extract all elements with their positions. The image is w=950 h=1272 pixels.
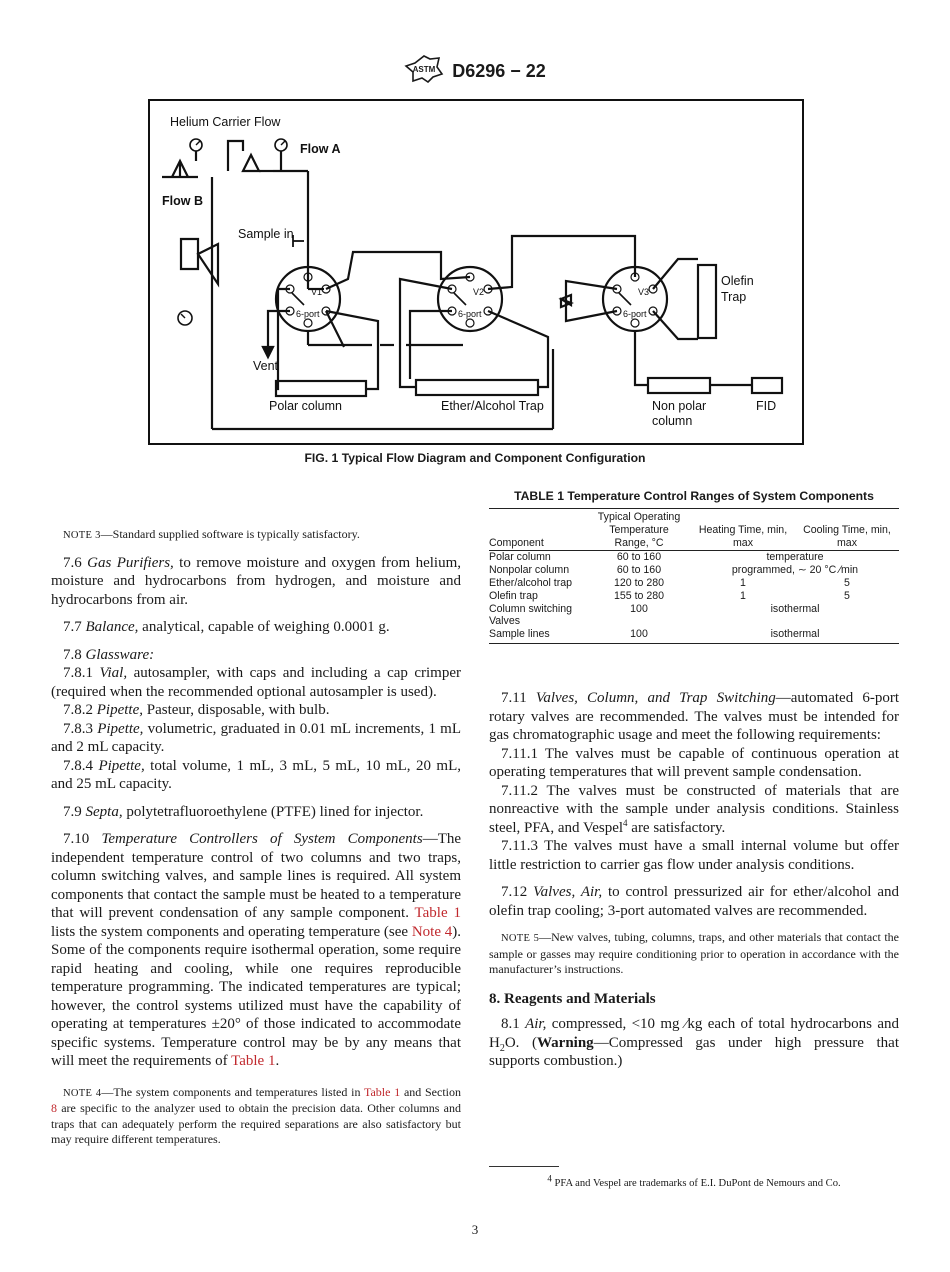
table-row: Olefin trap 155 to 280 1 5 bbox=[489, 589, 850, 602]
svg-text:6-port: 6-port bbox=[296, 309, 320, 319]
gauge-3-icon bbox=[177, 310, 193, 326]
para-7-11-1: 7.11.1 The valves must be capable of con… bbox=[489, 745, 899, 781]
note-4: NOTE 4—The system components and tempera… bbox=[51, 1084, 462, 1147]
svg-text:V1: V1 bbox=[311, 287, 322, 297]
header-heating: Heating Time, min, max bbox=[691, 507, 795, 552]
footnote-divider bbox=[489, 1166, 559, 1167]
link-table-1[interactable]: Table 1 bbox=[363, 1084, 401, 1099]
para-7-12: 7.12 Valves, Air, to control pressurized… bbox=[489, 884, 900, 919]
fid-box bbox=[750, 376, 784, 395]
table-caption: TABLE 1 Temperature Control Ranges of Sy… bbox=[514, 489, 874, 503]
polar-column-box bbox=[274, 379, 368, 398]
para-7-8-1: 7.8.1 Vial, autosampler, with caps and i… bbox=[51, 665, 461, 700]
para-7-8: 7.8 Glassware: bbox=[63, 646, 155, 663]
para-7-11-3: 7.11.3 The valves must have a small inte… bbox=[489, 838, 899, 873]
table-row: Polar column 60 to 160 temperature bbox=[489, 551, 824, 564]
label-polar-column: Polar column bbox=[269, 399, 342, 413]
header-component: Component bbox=[489, 507, 587, 552]
regulator-a bbox=[241, 152, 261, 173]
label-nonpolar-2: column bbox=[652, 414, 692, 428]
note-3: NOTE 3—Standard supplied software is typ… bbox=[63, 527, 360, 541]
para-7-9: 7.9 Septa, polytetrafluoroethylene (PTFE… bbox=[63, 803, 424, 820]
left-column: NOTE 3—Standard supplied software is typ… bbox=[51, 527, 461, 1148]
para-7-8-4: 7.8.4 Pipette, total volume, 1 mL, 3 mL,… bbox=[51, 757, 462, 793]
olefin-trap-box bbox=[696, 263, 718, 340]
svg-text:ASTM: ASTM bbox=[413, 65, 436, 74]
astm-logo-icon: ASTM bbox=[404, 55, 444, 88]
para-7-10: 7.10 Temperature Controllers of System C… bbox=[51, 831, 462, 1070]
footnote-4: 4 PFA and Vespel are trademarks of E.I. … bbox=[547, 1173, 841, 1189]
temperature-table: Component Typical Operating Temperature … bbox=[489, 507, 899, 644]
para-7-8-2: 7.8.2 Pipette, Pasteur, disposable, with… bbox=[63, 702, 330, 719]
figure-caption: FIG. 1 Typical Flow Diagram and Componen… bbox=[304, 451, 646, 465]
svg-text:V2: V2 bbox=[473, 287, 484, 297]
flow-diagram: Helium Carrier Flow Flow A Flow B Sample… bbox=[148, 99, 804, 445]
para-7-7: 7.7 Balance, analytical, capable of weig… bbox=[63, 619, 390, 636]
table-row: Ether/alcohol trap 120 to 280 1 5 bbox=[489, 576, 850, 589]
label-fid: FID bbox=[756, 399, 776, 413]
ether-trap-box bbox=[414, 378, 540, 397]
link-table-1[interactable]: Table 1 bbox=[231, 1053, 276, 1070]
right-column: 7.11 Valves, Column, and Trap Switching—… bbox=[489, 689, 899, 1071]
table-row: Sample lines 100 isothermal bbox=[489, 628, 899, 644]
svg-text:V3: V3 bbox=[638, 287, 649, 297]
link-section-8[interactable]: 8 bbox=[51, 1101, 57, 1116]
valve-v2 bbox=[436, 265, 504, 333]
label-helium: Helium Carrier Flow bbox=[170, 115, 281, 129]
note-5: NOTE 5—New valves, tubing, columns, trap… bbox=[489, 930, 899, 977]
table-row: Nonpolar column 60 to 160 programmed, ∼ … bbox=[489, 564, 859, 577]
label-sample-in: Sample in bbox=[238, 227, 294, 241]
header-cooling: Cooling Time, min, max bbox=[795, 507, 899, 552]
label-vent: Vent bbox=[253, 359, 279, 373]
section-8-title: 8. Reagents and Materials bbox=[489, 990, 656, 1007]
label-flow-a: Flow A bbox=[300, 142, 341, 156]
label-flow-b: Flow B bbox=[162, 194, 203, 208]
document-code: D6296 − 22 bbox=[452, 61, 546, 81]
figure-frame bbox=[148, 99, 804, 445]
para-7-6: 7.6 Gas Purifiers, to remove moisture an… bbox=[51, 554, 461, 608]
link-table-1[interactable]: Table 1 bbox=[414, 905, 461, 922]
regulator-c bbox=[196, 242, 220, 288]
label-olefin-1: Olefin bbox=[721, 274, 754, 288]
header-range: Typical Operating Temperature Range, °C bbox=[587, 507, 691, 552]
link-note-4[interactable]: Note 4 bbox=[411, 923, 453, 940]
para-8-1: 8.1 Air, compressed, <10 mg ⁄kg each of … bbox=[489, 1016, 900, 1070]
svg-text:6-port: 6-port bbox=[623, 309, 647, 319]
para-7-8-3: 7.8.3 Pipette, volumetric, graduated in … bbox=[51, 720, 461, 756]
label-nonpolar-1: Non polar bbox=[652, 399, 706, 413]
para-7-11: 7.11 Valves, Column, and Trap Switching—… bbox=[489, 690, 900, 743]
label-olefin-2: Trap bbox=[721, 290, 746, 304]
svg-text:6-port: 6-port bbox=[458, 309, 482, 319]
nonpolar-column-box bbox=[646, 376, 712, 395]
label-ether-trap: Ether/Alcohol Trap bbox=[441, 399, 544, 413]
page-header: ASTM D6296 − 22 bbox=[0, 55, 950, 88]
page-number: 3 bbox=[471, 1222, 479, 1237]
para-7-11-2: 7.11.2 The valves must be constructed of… bbox=[489, 782, 899, 836]
